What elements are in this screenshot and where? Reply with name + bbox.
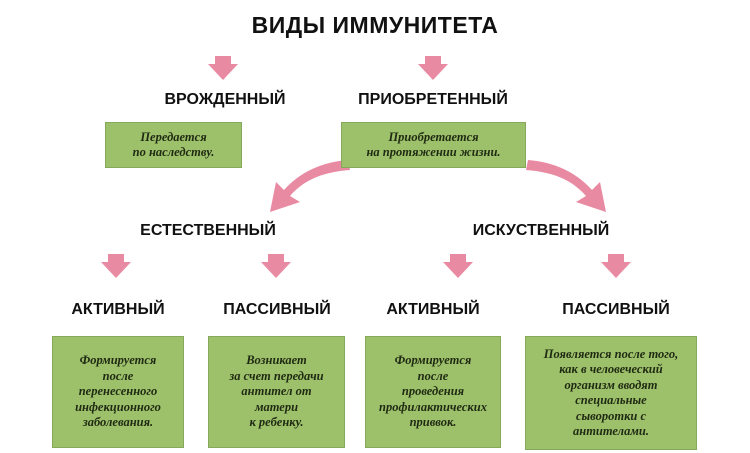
text-natural-active: Формируется после перенесенного инфекцио… — [75, 353, 161, 430]
down-arrow-natural-active — [101, 254, 131, 278]
diagram-title: ВИДЫ ИММУНИТЕТА — [251, 12, 499, 38]
label-natural: ЕСТЕСТВЕННЫЙ — [140, 222, 276, 239]
label-natural-passive: ПАССИВНЫЙ — [223, 301, 331, 318]
text-artificial-passive: Появляется после того, как в человечески… — [543, 346, 679, 439]
down-arrow-natural-passive — [261, 254, 291, 278]
down-arrow-artificial-passive — [601, 254, 631, 278]
box-artificial-active: Формируется после проведения профилактич… — [365, 336, 501, 448]
text-artificial-active: Формируется после проведения профилактич… — [379, 353, 487, 430]
curved-arrow-natural — [270, 160, 350, 212]
box-innate: Передается по наследству. — [105, 122, 242, 168]
box-natural-active: Формируется после перенесенного инфекцио… — [52, 336, 184, 448]
label-innate: ВРОЖДЕННЫЙ — [164, 91, 286, 108]
label-artificial-passive: ПАССИВНЫЙ — [562, 301, 670, 318]
text-acquired: Приобретается на протяжении жизни. — [366, 129, 501, 160]
label-artificial: ИСКУСТВЕННЫЙ — [472, 222, 610, 239]
down-arrow-artificial-active — [443, 254, 473, 278]
down-arrow-acquired — [418, 56, 448, 80]
box-natural-passive: Возникает за счет передачи антител от ма… — [208, 336, 345, 448]
label-artificial-active: АКТИВНЫЙ — [386, 301, 480, 318]
label-acquired: ПРИОБРЕТЕННЫЙ — [358, 91, 508, 108]
text-innate: Передается по наследству. — [132, 129, 215, 160]
box-artificial-passive: Появляется после того, как в человечески… — [525, 336, 697, 450]
curved-arrow-artificial — [526, 160, 606, 212]
box-acquired: Приобретается на протяжении жизни. — [341, 122, 526, 168]
label-natural-active: АКТИВНЫЙ — [71, 301, 165, 318]
text-natural-passive: Возникает за счет передачи антител от ма… — [229, 353, 324, 430]
down-arrow-innate — [208, 56, 238, 80]
